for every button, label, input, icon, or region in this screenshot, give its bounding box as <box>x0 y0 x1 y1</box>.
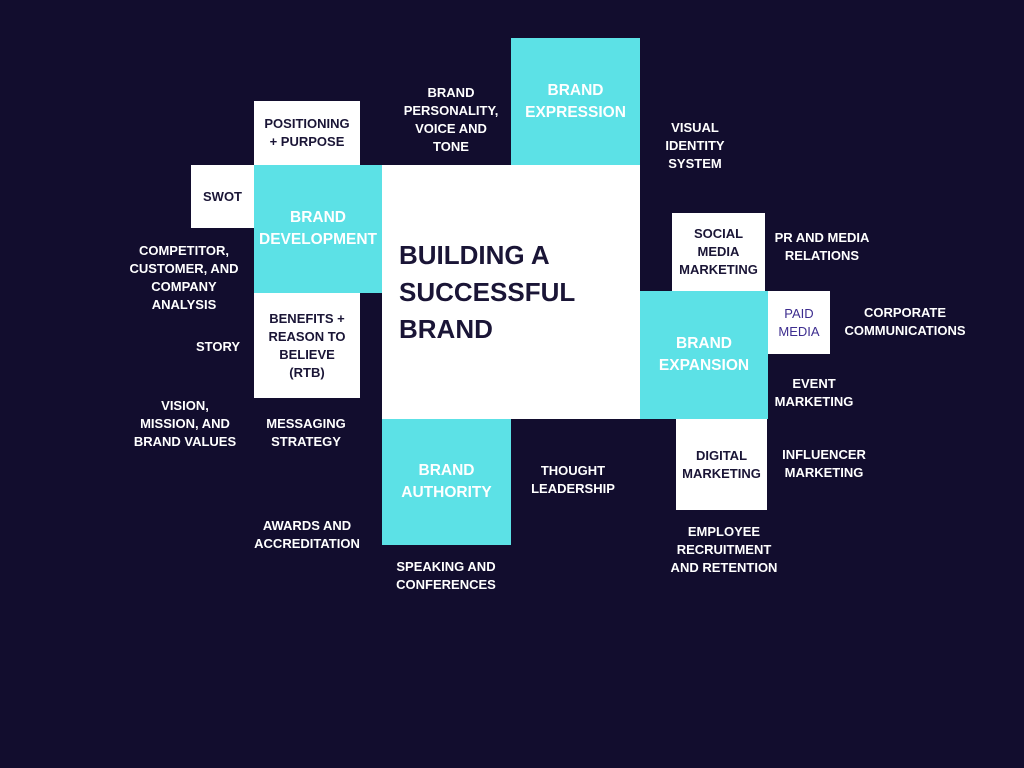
paid-media-label: PAID MEDIA <box>778 305 820 339</box>
personality-label: BRAND PERSONALITY, VOICE AND TONE <box>403 85 499 154</box>
brand-authority-label: BRAND AUTHORITY <box>401 462 492 501</box>
influencer-label: INFLUENCER MARKETING <box>782 447 866 480</box>
benefits-label: BENEFITS + REASON TO BELIEVE (RTB) <box>268 310 346 380</box>
brand-expansion-label: BRAND EXPANSION <box>658 335 750 374</box>
awards-label: AWARDS AND ACCREDITATION <box>254 518 360 551</box>
vision-label: VISION, MISSION, AND BRAND VALUES <box>133 398 237 449</box>
positioning-box: POSITIONING + PURPOSE <box>254 101 360 165</box>
positioning-label: POSITIONING + PURPOSE <box>264 116 350 149</box>
brand-authority-box: BRAND AUTHORITY <box>382 419 511 545</box>
thought-leadership-label: THOUGHT LEADERSHIP <box>531 463 615 496</box>
pr-label: PR AND MEDIA RELATIONS <box>774 230 870 263</box>
center-title-box: BUILDING A SUCCESSFUL BRAND <box>382 165 640 419</box>
employee-label: EMPLOYEE RECRUITMENT AND RETENTION <box>670 524 778 575</box>
event-label: EVENT MARKETING <box>774 376 854 409</box>
benefits-box: BENEFITS + REASON TO BELIEVE (RTB) <box>254 293 360 398</box>
brand-expression-label: BRAND EXPRESSION <box>525 81 626 121</box>
swot-label: SWOT <box>203 188 242 204</box>
brand-development-label: BRAND DEVELOPMENT <box>259 209 377 248</box>
paid-media-box: PAID MEDIA <box>768 291 830 354</box>
visual-identity-label: VISUAL IDENTITY SYSTEM <box>665 120 725 171</box>
corporate-label: CORPORATE COMMUNICATIONS <box>844 305 966 338</box>
competitor-analysis-label: COMPETITOR, CUSTOMER, AND COMPANY ANALYS… <box>129 243 239 312</box>
diagram-title: BUILDING A SUCCESSFUL BRAND <box>399 239 576 344</box>
social-media-label: SOCIAL MEDIA MARKETING <box>679 226 758 277</box>
speaking-label: SPEAKING AND CONFERENCES <box>396 559 496 592</box>
brand-development-box: BRAND DEVELOPMENT <box>254 165 382 293</box>
brand-expansion-box: BRAND EXPANSION <box>640 291 768 419</box>
digital-marketing-label: DIGITAL MARKETING <box>682 447 761 481</box>
digital-marketing-box: DIGITAL MARKETING <box>676 419 767 510</box>
social-media-box: SOCIAL MEDIA MARKETING <box>672 213 765 291</box>
messaging-label: MESSAGING STRATEGY <box>266 416 346 449</box>
swot-box: SWOT <box>191 165 254 228</box>
story-label: STORY <box>195 339 241 354</box>
brand-expression-box: BRAND EXPRESSION <box>511 38 640 165</box>
